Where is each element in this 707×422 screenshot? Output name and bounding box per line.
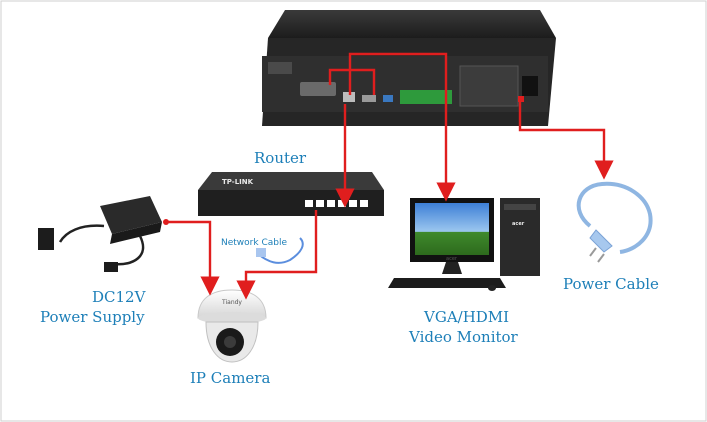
router-device: TP-LINK: [198, 172, 384, 216]
connection-lines: [166, 102, 614, 300]
link-nvr-to-power-cable: [518, 102, 614, 180]
ip-camera-label: IP Camera: [190, 369, 270, 387]
link-power-supply-to-camera: [166, 220, 220, 296]
monitor-workstation: acer acer: [388, 198, 540, 291]
router-label: Router: [254, 149, 307, 167]
mouse: [488, 285, 496, 291]
keyboard: [388, 278, 506, 288]
power-supply-adapter: [38, 196, 162, 272]
vga-port: [300, 82, 336, 96]
tower-brand: acer: [512, 221, 525, 227]
power-cable-icon: [576, 181, 653, 263]
power-supply-label-line1: DC12V: [92, 288, 147, 306]
nvr-recorder: [262, 10, 556, 126]
monitor-label-line2: Video Monitor: [408, 328, 519, 346]
network-cable-icon: [256, 237, 304, 264]
power-supply-label-line2: Power Supply: [40, 308, 145, 326]
power-cable-label: Power Cable: [563, 275, 659, 293]
hdmi-port: [362, 95, 376, 102]
network-cable-label: Network Cable: [221, 238, 287, 248]
monitor-brand: acer: [446, 256, 458, 262]
monitor-screen: [415, 203, 489, 255]
router-brand: TP-LINK: [222, 178, 254, 186]
monitor-label-line1: VGA/HDMI: [423, 308, 509, 326]
fan-grille: [459, 65, 519, 107]
terminal-block: [400, 90, 452, 104]
nvr-port-links: [328, 52, 448, 110]
pc-tower: [500, 198, 540, 276]
camera-brand: Tiandy: [221, 299, 242, 306]
lan-port: [343, 92, 355, 102]
link-router-to-camera: [236, 210, 318, 300]
power-supply-connector-dot: [163, 219, 169, 225]
